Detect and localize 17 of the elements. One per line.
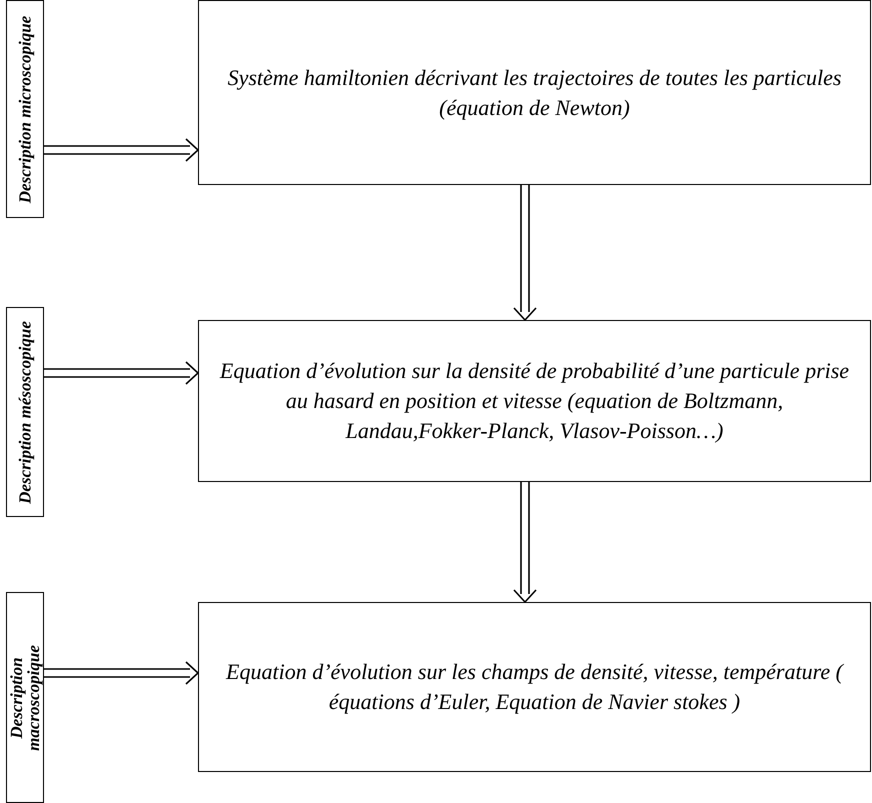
level-label-box — [6, 592, 44, 803]
process-box — [198, 0, 871, 185]
process-box — [198, 602, 871, 772]
process-text: Equation d’évolution sur les champs de densité, vitesse, température ( équations d’Euler, Equation de Navier stokes ) — [224, 658, 845, 716]
double-arrow — [43, 138, 200, 162]
process-text: Equation d’évolution sur la densité de probabilité d’une particule prise au hasard en position et vitesse (equation de Boltzmann, Landau,Fokker-Planck, Vlasov-Poisson…) — [218, 357, 850, 445]
level-label: Description mésoscopique — [16, 320, 34, 506]
double-arrow — [513, 184, 537, 322]
process-box — [198, 320, 871, 482]
double-arrow — [43, 661, 200, 685]
level-label: Description microscopique — [16, 14, 34, 204]
level-label-box — [6, 0, 44, 218]
level-label-box — [6, 307, 44, 517]
double-arrow — [43, 361, 200, 385]
level-label: Description macroscopique — [8, 644, 42, 752]
process-text: Système hamiltonien décrivant les trajectoires de toutes les particules (équation de Newton) — [226, 64, 842, 122]
double-arrow — [513, 481, 537, 604]
